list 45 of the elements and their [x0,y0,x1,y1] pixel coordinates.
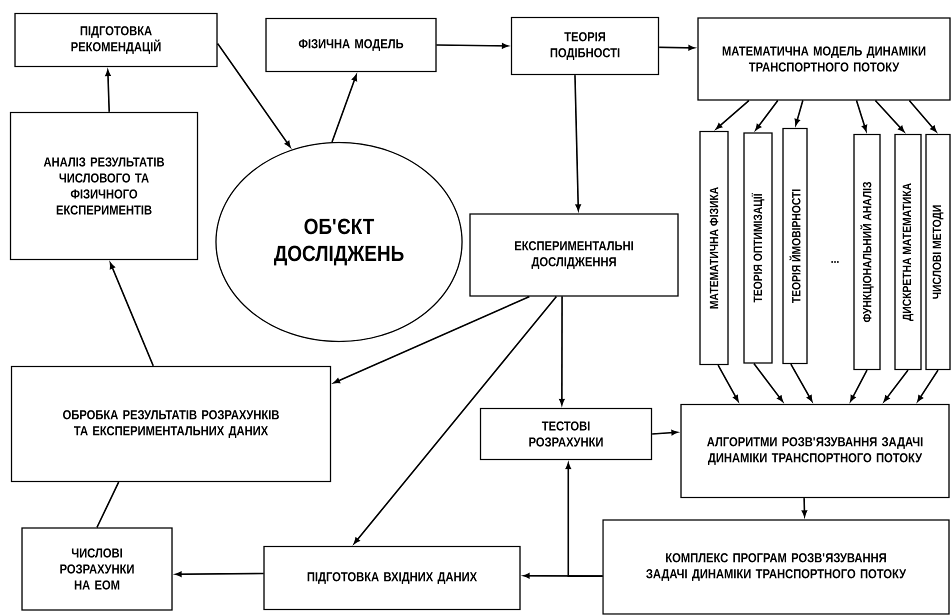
process-box: ТЕОРІЯ ПОДІБНОСТІ [510,16,660,76]
discipline-box: ТЕОРІЯ ЙМОВІРНОСТІ [782,128,808,364]
process-box: ПІДГОТОВКА РЕКОМЕНДАЦІЙ [14,12,218,68]
arrow [652,430,678,436]
arrow [755,100,778,130]
arrow [908,100,937,132]
arrow [559,296,565,406]
arrow [716,100,750,130]
arrow [850,370,868,402]
process-box: АНАЛІЗ РЕЗУЛЬТАТІВ ЧИСЛОВОГО ТА ФІЗИЧНОГО ЕКСПЕРИМЕНТІВ [10,112,198,260]
discipline-box: ДИСКРЕТНА МАТЕМАТИКА [894,134,922,370]
arrow [884,370,909,402]
process-box: МАТЕМАТИЧНА МОДЕЛЬ ДИНАМІКИ ТРАНСПОРТНОГО ПОТОКУ [697,17,951,101]
arrow [802,498,808,517]
arrow [856,100,868,132]
arrow [333,296,530,384]
arrow [566,462,602,577]
discipline-box: ФУНКЦІОНАЛЬНИЙ АНАЛІЗ [853,134,881,370]
arrow [331,74,358,142]
discipline-box: ТЕОРІЯ ОПТИМІЗАЦІЇ [743,132,773,364]
arrow [217,43,291,148]
arrow [110,262,154,366]
arrow [659,45,695,50]
process-box: АЛГОРИТМИ РОЗВ'ЯЗУВАННЯ ЗАДАЧІ ДИНАМІКИ ТРАНСПОРТНОГО ПОТОКУ [680,404,950,498]
arrow [917,370,939,402]
ellipsis-label: ... [831,261,839,263]
arrow [436,43,508,49]
arrow [794,100,804,126]
process-box: КОМПЛЕКС ПРОГРАМ РОЗВ'ЯЗУВАННЯ ЗАДАЧІ ДИНАМІКИ ТРАНСПОРТНОГО ПОТОКУ [602,519,950,615]
arrow [574,75,581,211]
discipline-box: ЧИСЛОВІ МЕТОДИ [925,134,951,370]
arrow [790,364,812,402]
arrow [874,100,904,132]
process-box: ПІДГОТОВКА ВХІДНИХ ДАНИХ [263,546,521,610]
arrow [717,364,739,402]
process-box: ТЕСТОВІ РОЗРАХУНКИ [480,408,652,460]
process-box: ЧИСЛОВІ РОЗРАХУНКИ НА ЕОМ [21,527,173,611]
arrow [354,296,557,544]
process-box: ФІЗИЧНА МОДЕЛЬ [265,18,437,72]
process-box: ОБРОБКА РЕЗУЛЬТАТІВ РОЗРАХУНКІВ ТА ЕКСПЕРИМЕНТАЛЬНИХ ДАНИХ [10,366,332,482]
arrow [175,572,264,577]
arrow [753,363,784,402]
process-box: ЕКСПЕРИМЕНТАЛЬНІ ДОСЛІДЖЕННЯ [469,213,679,297]
arrow [105,70,111,112]
discipline-box: МАТЕМАТИЧНА ФІЗИКА [699,130,729,366]
